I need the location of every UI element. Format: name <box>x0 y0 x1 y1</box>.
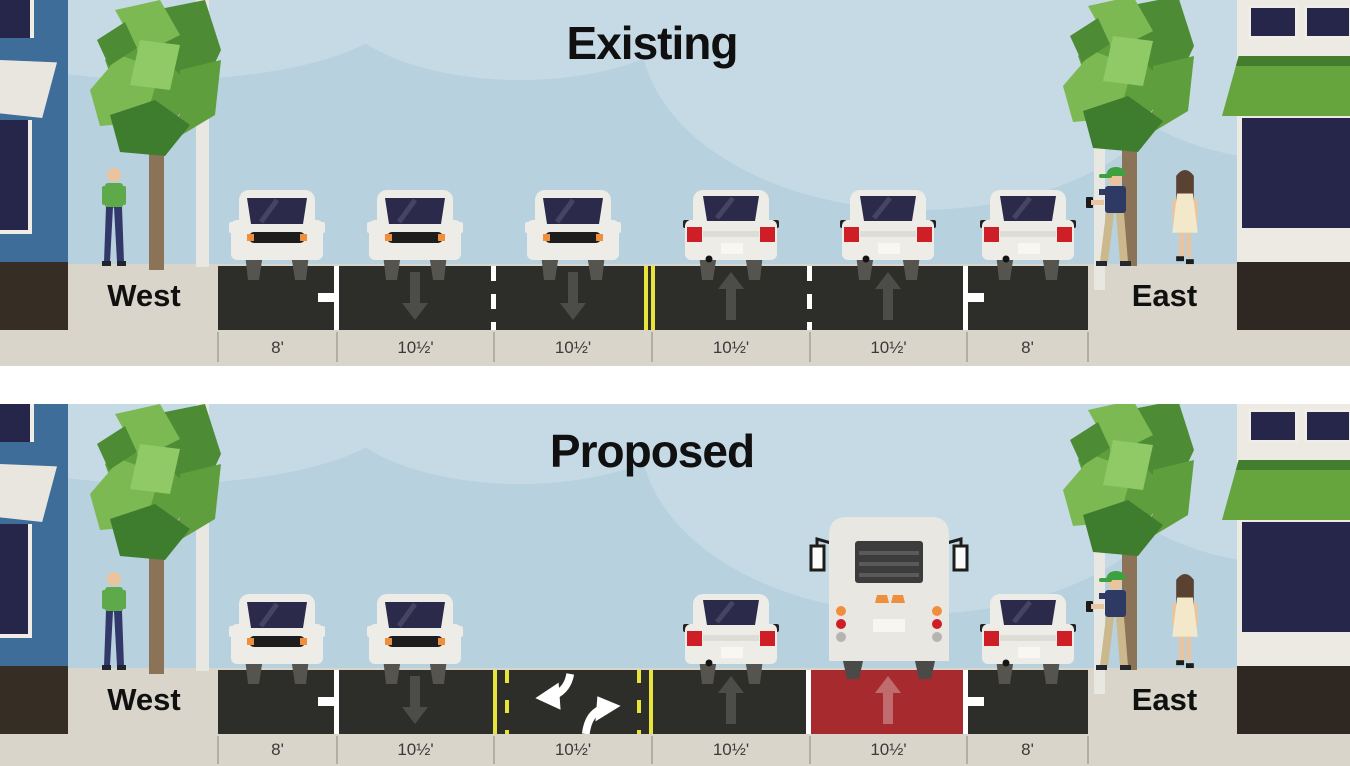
parking-lane-marking-west <box>318 266 339 330</box>
measure-divider <box>1087 332 1089 362</box>
display-window <box>1242 522 1350 632</box>
lane-width-label: 10½' <box>712 740 750 759</box>
building-window <box>1248 409 1298 443</box>
lane-width-label: 10½' <box>397 740 434 759</box>
pedestrian-man-phone <box>1086 167 1136 267</box>
lane-width-label: 10½' <box>554 338 592 357</box>
lane-width-label: 8' <box>271 740 284 759</box>
center-line-double-yellow <box>644 266 655 330</box>
building-window <box>1304 5 1350 39</box>
turn-lane-line-dashed-yellow <box>637 670 641 734</box>
pedestrian-woman <box>1168 574 1202 672</box>
awning-green <box>1222 56 1350 116</box>
bus-rear <box>807 517 971 679</box>
car-front <box>367 190 463 280</box>
building-base-west <box>0 666 68 734</box>
car-rear <box>980 594 1076 684</box>
measure-divider <box>336 332 338 362</box>
measure-divider <box>493 736 495 764</box>
lane-width-label: 10½' <box>554 740 592 759</box>
panel-proposed: 8' 10½' 10½' 10½' 10½' 8' West East Prop… <box>0 404 1350 766</box>
pedestrian-man-phone <box>1086 571 1136 671</box>
lane-width-label: 10½' <box>870 338 907 357</box>
measure-divider <box>217 332 219 362</box>
pedestrian-walker <box>99 571 129 671</box>
building-window <box>1304 409 1350 443</box>
pedestrian-woman <box>1168 170 1202 268</box>
east-label: East <box>1131 278 1198 313</box>
utility-pole-east <box>1094 444 1105 694</box>
building-base-west <box>0 262 68 330</box>
lane-width-label: 10½' <box>397 338 434 357</box>
display-window <box>1242 118 1350 228</box>
west-label: West <box>107 278 181 313</box>
parking-lane-marking-east <box>963 670 984 734</box>
utility-pole-east <box>1094 40 1105 290</box>
pedestrian-walker <box>99 167 129 267</box>
lane-line-solid-white <box>806 670 811 734</box>
lane-width-label: 8' <box>1021 338 1034 357</box>
car-front <box>525 190 621 280</box>
measure-divider <box>966 332 968 362</box>
car-front <box>229 594 325 684</box>
measure-divider <box>336 736 338 764</box>
turn-lane-line-solid-yellow <box>649 670 653 734</box>
panel-title: Proposed <box>549 425 755 477</box>
building-window <box>1248 5 1298 39</box>
building-west <box>0 404 68 666</box>
car-rear <box>980 190 1076 280</box>
building-window <box>0 120 32 234</box>
measure-divider <box>651 332 653 362</box>
lane-width-label: 8' <box>271 338 284 357</box>
building-base-east <box>1237 666 1350 734</box>
lane-line-dashed-white <box>807 266 812 330</box>
measure-divider <box>1087 736 1089 764</box>
building-west <box>0 0 68 262</box>
panel-title: Existing <box>566 17 739 69</box>
turn-lane-line-solid-yellow <box>493 670 497 734</box>
car-rear <box>683 594 779 684</box>
awning-green <box>1222 460 1350 520</box>
panel-existing: 8' 10½' 10½' 10½' 10½' 8' West East Exis… <box>0 0 1350 366</box>
two-way-turn-arrows-icon <box>528 672 628 734</box>
car-front <box>229 190 325 280</box>
parking-lane-marking-east <box>963 266 984 330</box>
lane-line-dashed-white <box>491 266 496 330</box>
measure-divider <box>651 736 653 764</box>
lane-width-label: 10½' <box>870 740 907 759</box>
measure-divider <box>493 332 495 362</box>
measure-divider <box>809 332 811 362</box>
building-window <box>0 0 34 38</box>
turn-lane-line-dashed-yellow <box>505 670 509 734</box>
east-label: East <box>1131 682 1198 717</box>
lane-width-label: 8' <box>1021 740 1034 759</box>
building-base-east <box>1237 262 1350 330</box>
lane-width-label: 10½' <box>712 338 750 357</box>
awning-green-top <box>1222 56 1350 66</box>
building-window <box>0 524 32 638</box>
building-window <box>0 404 34 442</box>
measure-divider <box>966 736 968 764</box>
measure-divider <box>809 736 811 764</box>
car-rear <box>683 190 779 280</box>
west-label: West <box>107 682 181 717</box>
car-front <box>367 594 463 684</box>
car-rear <box>840 190 936 280</box>
awning-green-top <box>1222 460 1350 470</box>
parking-lane-marking-west <box>318 670 339 734</box>
bus-lane-arrow-up-icon <box>875 676 901 724</box>
measure-divider <box>217 736 219 764</box>
